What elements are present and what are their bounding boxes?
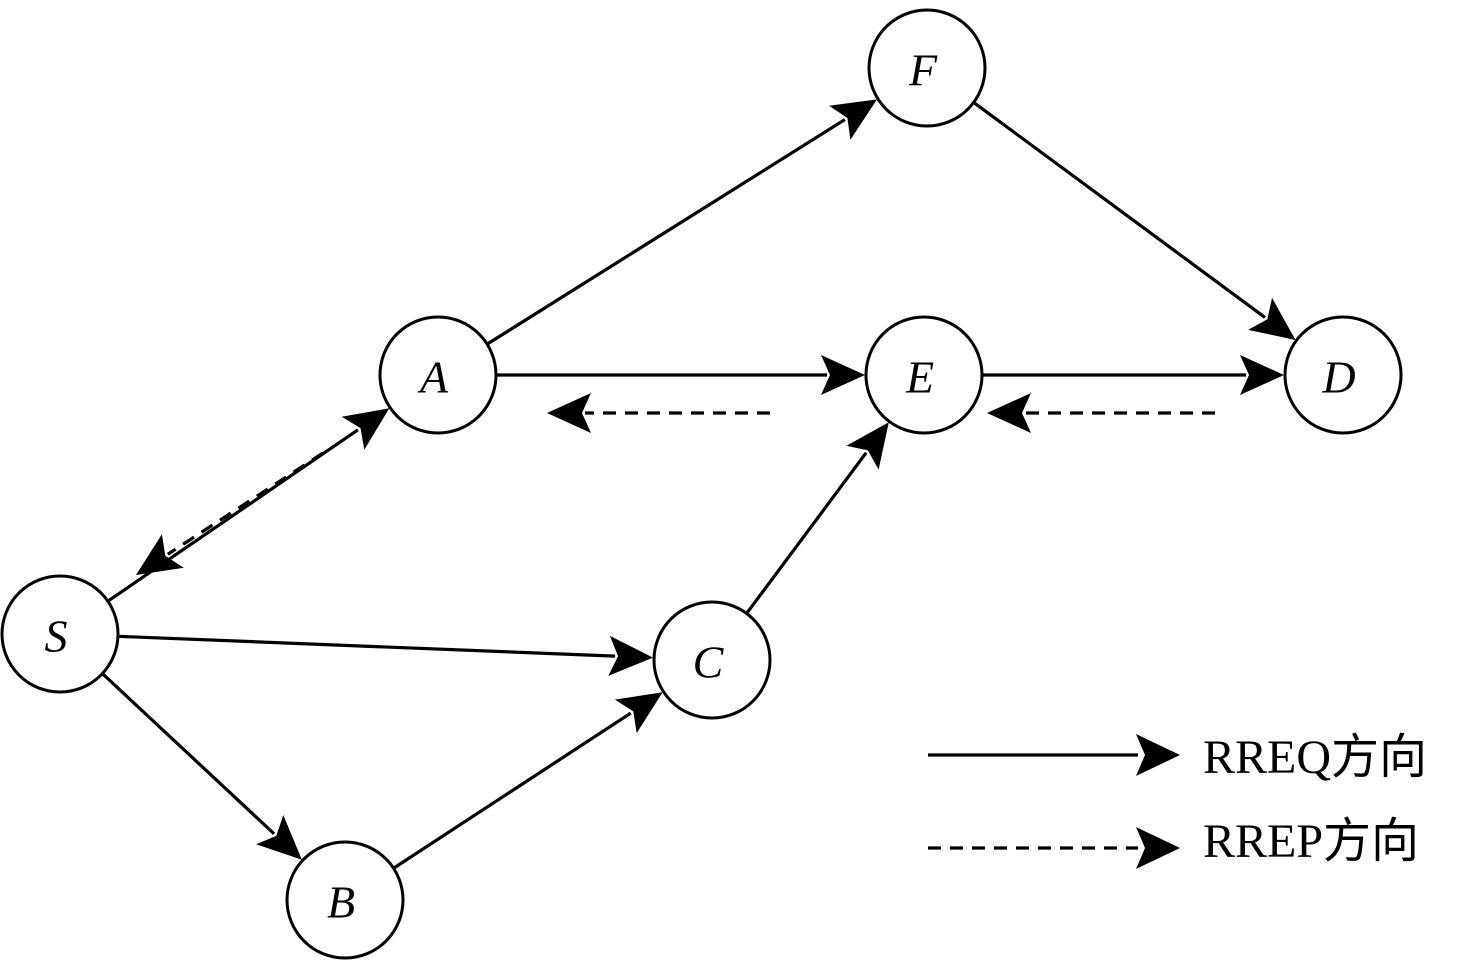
edge-e-a-arrow-icon — [547, 393, 591, 433]
edge-c-e-line — [745, 451, 868, 615]
edge-f-d-arrow-icon — [1248, 297, 1296, 340]
node-c-label: C — [693, 637, 725, 688]
node-c-circle — [652, 600, 772, 720]
edge-f-d-line — [972, 101, 1266, 319]
edge-e-d-arrow-icon — [1240, 355, 1284, 395]
node-s-label: S — [45, 611, 68, 662]
node-f: F — [867, 8, 987, 128]
edges-layer — [101, 99, 1296, 870]
node-e-label: E — [905, 352, 934, 403]
node-c: C — [652, 600, 772, 720]
edge-a-e-arrow-icon — [821, 355, 865, 395]
edge-s-b-line — [101, 672, 276, 835]
node-d: D — [1283, 315, 1403, 435]
edge-a-f-arrow-icon — [829, 99, 877, 140]
edge-c-e-arrow-icon — [846, 422, 889, 470]
node-b-label: B — [327, 877, 355, 928]
legend-rreq-label: RREQ方向 — [1203, 731, 1427, 784]
edge-s-a-arrow-icon — [341, 408, 390, 450]
node-d-circle — [1283, 315, 1403, 435]
edge-a-s-line — [166, 451, 324, 556]
node-b-circle — [285, 840, 405, 960]
node-f-label: F — [908, 45, 938, 96]
node-a: A — [378, 315, 498, 435]
edge-s-c-arrow-icon — [608, 635, 653, 676]
legend-rrep-arrow-icon — [1136, 827, 1180, 869]
edge-b-c-line — [392, 711, 632, 870]
edge-a-s-arrow-icon — [136, 534, 184, 575]
edge-d-e-arrow-icon — [987, 393, 1031, 433]
edge-a-f-line — [486, 118, 846, 346]
legend-rreq-arrow-icon — [1136, 734, 1180, 776]
edge-s-c-line — [117, 634, 616, 658]
node-a-circle — [378, 315, 498, 435]
node-s-circle — [0, 574, 120, 694]
node-s: S — [0, 574, 120, 694]
edge-b-c-arrow-icon — [614, 692, 663, 734]
node-f-circle — [867, 8, 987, 128]
node-e-circle — [864, 315, 984, 435]
node-a-label: A — [417, 352, 449, 403]
node-d-label: D — [1321, 352, 1355, 403]
node-b: B — [285, 840, 405, 960]
legend: RREQ方向 RREP方向 — [928, 731, 1427, 869]
edge-s-b-arrow-icon — [256, 815, 302, 860]
legend-rrep-label: RREP方向 — [1203, 815, 1419, 868]
node-e: E — [864, 315, 984, 435]
nodes-layer: S A B C E F D — [0, 8, 1403, 960]
